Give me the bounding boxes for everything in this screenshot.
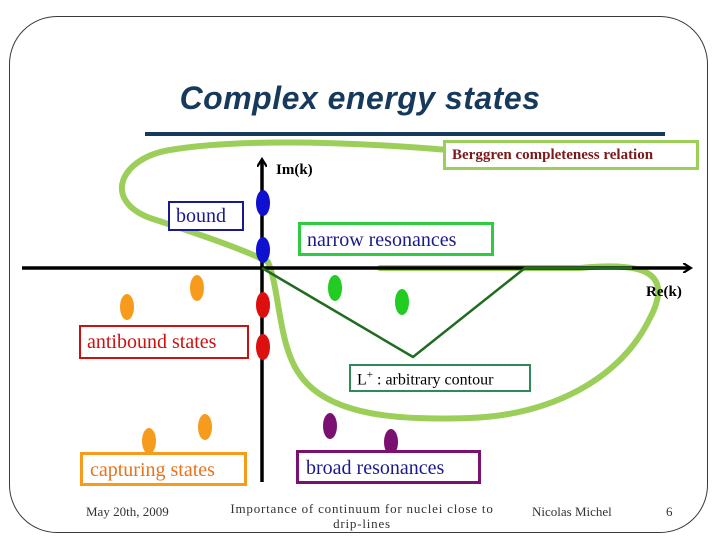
antibound-states-label: antibound states [87, 331, 217, 353]
l-plus-superscript: + [366, 369, 373, 381]
broad-resonances-label-box: broad resonances [296, 450, 481, 484]
real-axis-label: Re(k) [646, 284, 682, 300]
imaginary-axis-label: Im(k) [276, 162, 313, 178]
l-plus-symbol: L [357, 371, 367, 389]
bound-state-marker [256, 190, 270, 216]
footer-page-number: 6 [666, 504, 673, 519]
capturing-state-marker [142, 428, 156, 454]
capturing-states-label: capturing states [90, 459, 215, 481]
l-plus-contour-label-box: L+ : arbitrary contour [349, 364, 531, 392]
capturing-state-marker [120, 294, 134, 320]
slide-title: Complex energy states [179, 80, 541, 116]
berggren-label-box: Berggren completeness relation [443, 140, 699, 170]
antibound-state-marker [256, 334, 270, 360]
broad-resonance-marker [323, 413, 337, 439]
berggren-label: Berggren completeness relation [452, 147, 654, 163]
narrow-resonance-marker [395, 289, 409, 315]
capturing-states-label-box: capturing states [80, 452, 247, 486]
footer-author: Nicolas Michel [532, 504, 612, 519]
broad-resonances-label: broad resonances [306, 457, 445, 479]
narrow-resonances-label: narrow resonances [307, 229, 457, 251]
l-plus-contour-label: L+ : arbitrary contour [357, 369, 493, 389]
bound-label: bound [176, 205, 226, 227]
l-plus-description: : arbitrary contour [373, 371, 494, 389]
footer-title-line1: Importance of continuum for nuclei close… [230, 501, 494, 516]
bound-state-marker [256, 237, 270, 263]
title-underline [145, 132, 665, 136]
footer-title: Importance of continuum for nuclei close… [212, 501, 512, 531]
berggren-contour-curve [118, 139, 662, 422]
narrow-resonances-label-box: narrow resonances [298, 222, 494, 256]
broad-resonance-marker [384, 429, 398, 455]
capturing-state-marker [190, 275, 204, 301]
antibound-state-marker [256, 292, 270, 318]
bound-label-box: bound [168, 201, 244, 231]
antibound-states-label-box: antibound states [79, 325, 249, 359]
slide-frame [9, 16, 708, 533]
l-plus-contour-line [261, 266, 632, 359]
narrow-resonance-marker [328, 275, 342, 301]
footer-date: May 20th, 2009 [86, 504, 169, 519]
capturing-state-marker [198, 414, 212, 440]
footer-title-line2: drip-lines [333, 516, 391, 531]
